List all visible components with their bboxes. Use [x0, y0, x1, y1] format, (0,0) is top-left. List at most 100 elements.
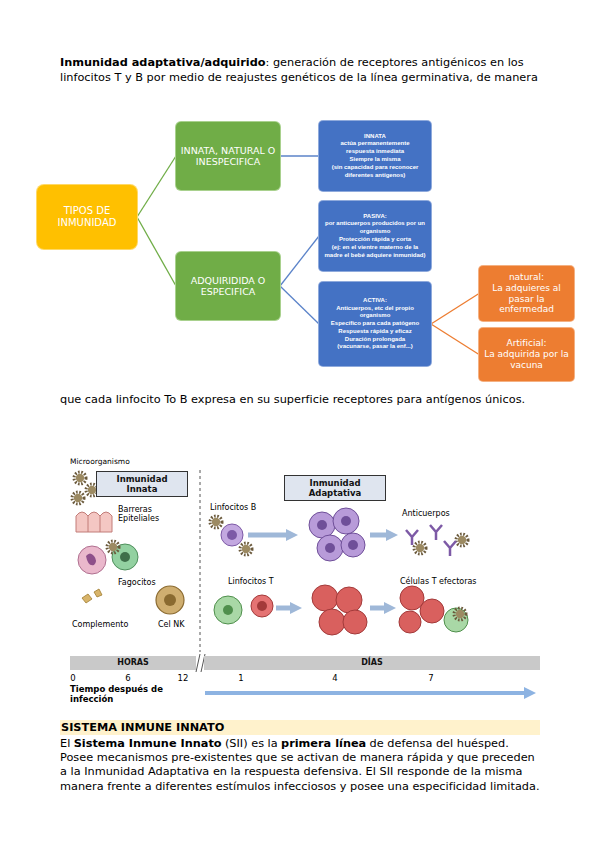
connector-line	[431, 294, 479, 325]
box-heading: HORAS	[117, 658, 149, 668]
illustration-label: Linfocitos T	[228, 577, 298, 586]
process-arrow	[370, 606, 390, 611]
effector-t-cell	[420, 599, 444, 623]
antibody-symbol	[406, 530, 418, 545]
axis-tick-label: 0	[61, 674, 85, 684]
b-lymphocyte	[333, 508, 359, 534]
box-heading: Inmunidad Innata	[100, 474, 184, 494]
box-heading: PASIVA:	[363, 213, 386, 221]
category-box: INNATA, NATURAL O INESPECIFICA	[176, 122, 280, 190]
t-lymphocyte	[336, 587, 362, 613]
illustration-label: Fagocitos	[118, 578, 178, 587]
microbe-symbol	[210, 516, 222, 528]
bold-term: Inmunidad adaptativa/adquirido	[60, 56, 266, 69]
cell-nucleus	[325, 543, 335, 553]
box-text: (ej: en el vientre materno de la madre e…	[324, 244, 426, 260]
box-text: La adquirida por la vacuna	[483, 349, 570, 371]
complement-protein	[94, 589, 102, 597]
illustration-label: Complemento	[72, 620, 142, 629]
detail-box: INNATAactúa permanentementerespuesta inm…	[319, 121, 431, 191]
paragraph: Inmunidad adaptativa/adquirido: generaci…	[60, 55, 542, 85]
cell-nucleus	[348, 540, 358, 550]
axis-tick-label: 6	[116, 674, 140, 684]
t-lymphocyte	[319, 609, 345, 635]
b-lymphocyte	[341, 533, 365, 557]
antibody-symbol	[430, 525, 442, 540]
box-text: Anticuerpos, etc del propio organismo	[324, 305, 426, 321]
box-heading: Inmunidad Adaptativa	[288, 478, 382, 498]
box-text: Protección rápida y corta	[339, 236, 411, 244]
cell-nucleus	[341, 516, 351, 526]
paragraph: ElSistema Inmune Innato(SII) es laprimer…	[60, 737, 542, 794]
b-lymphocyte	[317, 535, 343, 561]
process-arrow	[370, 533, 392, 538]
microbe-symbol	[240, 543, 252, 555]
box-heading: ADQUIRIDIDA O ESPECIFICA	[179, 275, 277, 298]
cell-nucleus	[120, 552, 130, 562]
phase-header-box: Inmunidad Adaptativa	[284, 475, 386, 501]
box-text: por anticuerpos producidos por un organi…	[324, 220, 426, 236]
axis-tick-label: 12	[171, 674, 195, 684]
b-lymphocyte	[309, 512, 335, 538]
paragraph-text: (SII) es la	[225, 737, 278, 750]
effector-t-cell	[399, 611, 421, 633]
axis-tick-label: 4	[323, 674, 347, 684]
box-text: (sin capacidad para reconocer diferentes…	[324, 164, 426, 180]
box-text: (vacunarse, pasar la enf...)	[337, 343, 412, 351]
microbe-symbol	[74, 472, 86, 484]
cell-nucleus	[86, 554, 96, 566]
phagocyte-cell	[78, 546, 106, 574]
box-heading: ACTIVA:	[363, 297, 387, 305]
cell-nucleus	[164, 594, 176, 606]
connector-line	[137, 217, 176, 286]
section-heading-band: SISTEMA INMUNE INNATO	[60, 720, 540, 735]
process-arrow	[276, 606, 296, 611]
box-text: La adquieres al pasar la enfermedad	[483, 283, 570, 315]
b-lymphocyte	[221, 524, 243, 546]
box-heading: SISTEMA INMUNE INNATO	[61, 721, 224, 735]
box-heading: natural:	[509, 272, 544, 283]
box-text: respuesta inmediata	[346, 148, 404, 156]
connector-line	[431, 324, 479, 355]
illustration-label: Células T efectoras	[400, 577, 510, 586]
connector-line	[280, 236, 319, 286]
axis-tick-label: 1	[229, 674, 253, 684]
subtype-box: Artificial:La adquirida por la vacuna	[479, 328, 574, 381]
antibody-symbol	[444, 541, 456, 556]
t-lymphocyte	[343, 610, 367, 634]
box-heading: INNATA	[364, 133, 386, 141]
microbe-symbol	[72, 492, 84, 504]
cell-nucleus	[223, 605, 233, 615]
bold-term: primera línea	[281, 737, 366, 750]
bold-term: Sistema Inmune Innato	[74, 737, 222, 750]
cell-border	[100, 516, 101, 532]
cell-nucleus	[257, 601, 267, 611]
complement-protein	[82, 594, 92, 603]
microbe-symbol	[107, 541, 119, 553]
time-band: DÍAS	[204, 656, 540, 670]
paragraph-text: que cada linfocito To B expresa en su su…	[60, 393, 580, 406]
cell-nucleus	[317, 520, 327, 530]
box-text: actúa permanentemente	[340, 140, 409, 148]
microbe-symbol	[456, 534, 468, 546]
t-lymphocyte	[251, 595, 273, 617]
detail-box: PASIVA:por anticuerpos producidos por un…	[319, 201, 431, 271]
illustration-label: Barreras Epiteliales	[118, 505, 173, 523]
axis-break	[196, 654, 200, 672]
box-text: Duración prolongada	[345, 336, 405, 344]
illustration-label: Anticuerpos	[402, 509, 472, 518]
axis-tick-label: 7	[419, 674, 443, 684]
box-heading: TIPOS DE INMUNIDAD	[40, 205, 134, 229]
nk-cell	[156, 586, 184, 614]
phase-divider	[200, 470, 201, 652]
category-box: ADQUIRIDIDA O ESPECIFICA	[176, 252, 280, 320]
detail-box: ACTIVA:Anticuerpos, etc del propio organ…	[319, 282, 431, 366]
axis-title: Tiempo después de infección	[70, 685, 190, 705]
root-topic-box: TIPOS DE INMUNIDAD	[37, 185, 137, 249]
box-text: Respuesta rápida y eficaz	[338, 328, 411, 336]
box-text: Siempre la misma	[349, 156, 400, 164]
box-heading: Artificial:	[506, 338, 546, 349]
illustration-label: Linfocitos B	[210, 503, 280, 512]
microbe-symbol	[414, 542, 426, 554]
